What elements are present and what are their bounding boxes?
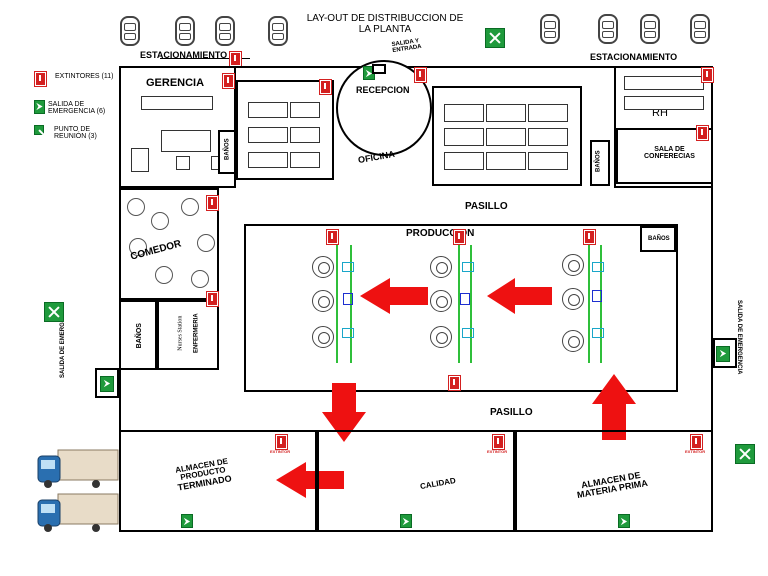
worker-icon [562, 330, 584, 352]
office-right [432, 86, 582, 186]
room-banos-3: BAÑOS [119, 300, 157, 370]
extinguisher-icon [207, 196, 218, 210]
car-icon [215, 16, 235, 46]
extinguisher-icon [697, 126, 708, 140]
car-icon [690, 14, 710, 44]
worker-icon [562, 288, 584, 310]
worker-icon [562, 254, 584, 276]
emergency-exit-icon: ⮞ [100, 376, 114, 392]
emergency-exit-icon: ⮞ [618, 514, 630, 528]
extinguisher-icon [493, 435, 504, 449]
room-banos-2: BAÑOS [590, 140, 610, 186]
arrow-left-1 [360, 278, 428, 314]
emergency-exit-icon: ⮞ [400, 514, 412, 528]
estacionamiento-left: ESTACIONAMIENTO [140, 50, 228, 60]
extinguisher-icon [327, 230, 338, 244]
extinguisher-icon [454, 230, 465, 244]
truck-icon [37, 493, 119, 532]
office-left [236, 80, 334, 180]
car-icon [268, 16, 288, 46]
worker-icon [312, 326, 334, 348]
car-icon [120, 16, 140, 46]
extinguisher-icon [449, 376, 460, 390]
arrow-up [592, 374, 636, 440]
worker-icon [430, 290, 452, 312]
room-rh: RH [614, 66, 713, 188]
extinguisher-icon [584, 230, 595, 244]
entrance-door [372, 64, 386, 74]
worker-icon [430, 326, 452, 348]
car-icon [640, 14, 660, 44]
extinguisher-icon [276, 435, 287, 449]
truck-icon [37, 449, 119, 488]
extinguisher-icon [320, 80, 331, 94]
room-almacen-mp [515, 430, 713, 532]
car-icon [540, 14, 560, 44]
emergency-exit-icon: ⮞ [716, 346, 730, 362]
arrow-left-2 [487, 278, 552, 314]
room-banos-4: BAÑOS [640, 226, 676, 252]
meeting-point-icon [485, 28, 505, 48]
extinguisher-icon [691, 435, 702, 449]
emergency-exit-icon: ⮞ [34, 100, 45, 114]
extinguisher-icon [207, 292, 218, 306]
estacionamiento-right: ESTACIONAMIENTO [590, 52, 678, 62]
worker-icon [430, 256, 452, 278]
extinguisher-icon [35, 72, 46, 86]
meeting-point-icon [44, 302, 64, 322]
car-icon [598, 14, 618, 44]
car-icon [175, 16, 195, 46]
meeting-point-icon [735, 444, 755, 464]
emergency-exit-icon: ⮞ [181, 514, 193, 528]
worker-icon [312, 256, 334, 278]
worker-icon [312, 290, 334, 312]
room-banos-1: BAÑOS [218, 130, 236, 174]
extinguisher-icon [230, 52, 241, 66]
room-sala-conferencias: SALA DE CONFERECIAS [616, 128, 713, 184]
arrow-down [322, 383, 366, 442]
arrow-left-3 [276, 462, 344, 498]
parking-divider-left [160, 58, 250, 59]
extinguisher-icon [702, 68, 713, 82]
room-calidad [317, 430, 515, 532]
room-comedor [119, 188, 219, 300]
room-enfermeria: Nurses Station ENFERMERIA [157, 300, 219, 370]
room-almacen-pt [119, 430, 317, 532]
extinguisher-icon [415, 68, 426, 82]
plant-title: LAY-OUT DE DISTRIBUCCION DE LA PLANTA [306, 13, 464, 35]
meeting-point-icon [34, 125, 44, 135]
extinguisher-icon [223, 74, 234, 88]
